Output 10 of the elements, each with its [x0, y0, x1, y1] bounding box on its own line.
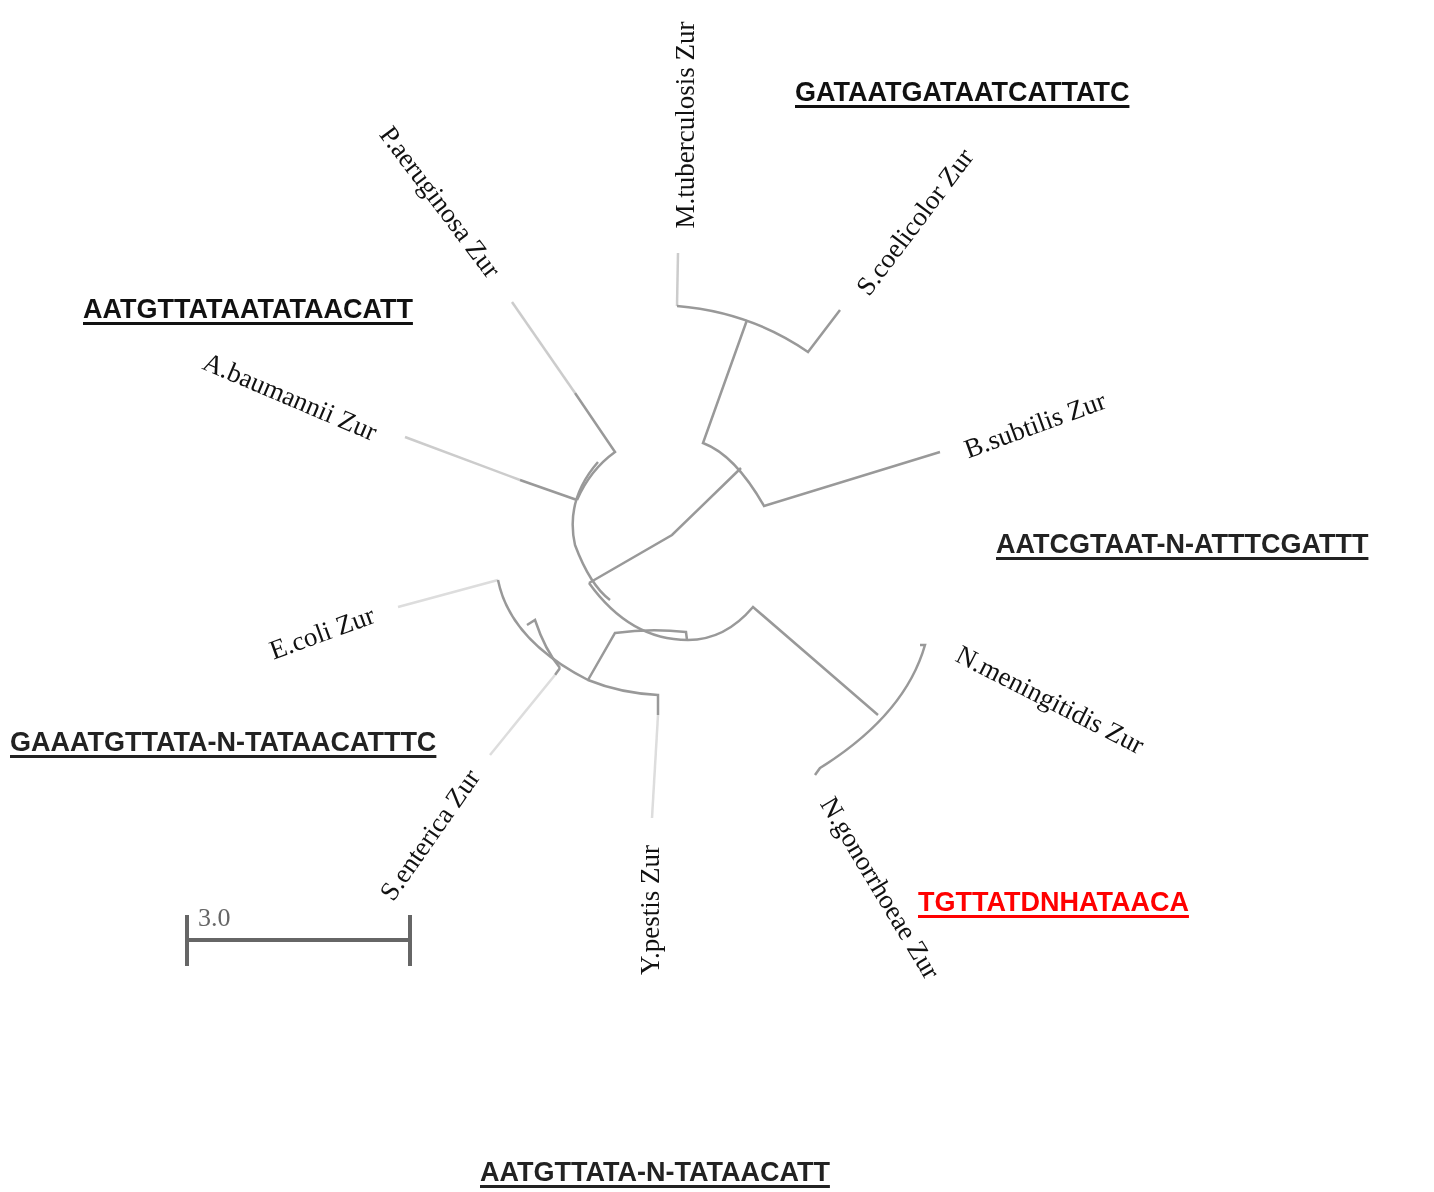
motif-sequence: AATCGTAAT-N-ATTTCGATTT: [996, 528, 1369, 561]
scale-value: 3.0: [198, 905, 231, 931]
species-label: M.tuberculosis Zur: [671, 21, 699, 229]
motif-sequence: GAAATGTTATA-N-TATAACATTTC: [10, 726, 437, 759]
species-label: E.coli Zur: [265, 601, 379, 665]
motif-sequence: GATAATGATAATCATTATC: [795, 76, 1130, 109]
motif-sequence: AATGTTATA-N-TATAACATT: [480, 1156, 830, 1189]
motif-sequence: AATGTTATAATATAACATT: [83, 293, 413, 326]
species-label: Y.pestis Zur: [636, 845, 664, 975]
motif-sequence: TGTTATDNHATAACA: [918, 886, 1189, 919]
